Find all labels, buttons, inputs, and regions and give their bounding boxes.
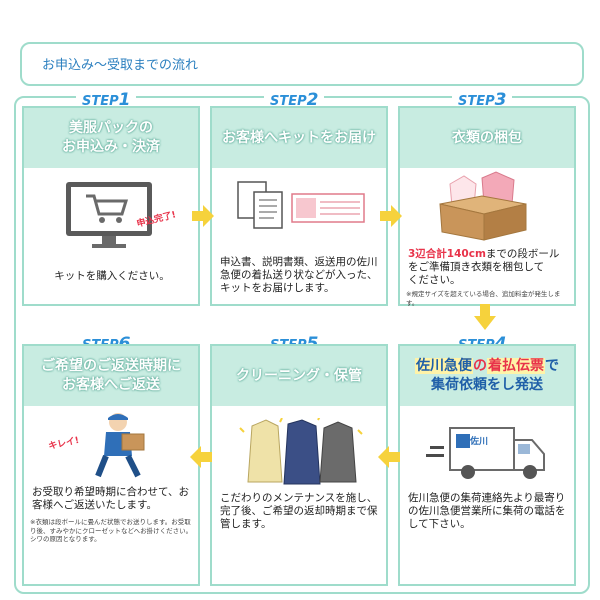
arrow-left-icon — [190, 446, 212, 468]
courier-icon — [95, 413, 145, 478]
step1-label: STEP1 — [76, 90, 137, 110]
step3-label: STEP3 — [452, 90, 513, 110]
step1-text: キットを購入ください。 — [54, 270, 170, 282]
step2-text: 申込書、説明書類、返送用の佐川急便の着払送り状などが入った、キットをお届けします… — [220, 256, 378, 294]
truck-label: 佐川 — [470, 437, 489, 447]
step6-head: ご希望のご返送時期にお客様へご返送 — [24, 346, 198, 406]
step6-card: ご希望のご返送時期にお客様へご返送 キレイ! お受取り希望時期に合わせて、お客様… — [22, 344, 200, 586]
step3-head: 衣類の梱包 — [400, 108, 574, 168]
arrow-right-icon — [192, 205, 214, 227]
clothes-box-icon — [439, 171, 527, 241]
monitor-cart-icon — [66, 182, 152, 248]
step4-head: 佐川急便の着払伝票で 集荷依頼をし発送 — [400, 346, 574, 406]
delivery-truck-icon — [426, 427, 545, 479]
step1-card: 美服パックのお申込み・決済 申込完了! キットを購入ください。 — [22, 106, 200, 306]
step3-text: 3辺合計140cmまでの段ボール をご準備頂き衣類を梱包してください。 — [408, 248, 560, 286]
step2-card: お客様へキットをお届け 申込書、説明書類、返送用の佐川急便の着払送り状などが入っ… — [210, 106, 388, 306]
step6-sticker: キレイ! — [47, 435, 81, 453]
step6-text: お受取り希望時期に合わせて、お客様へご返送いたします。 — [32, 486, 189, 511]
step5-head: クリーニング・保管 — [212, 346, 386, 406]
flow-title: お申込み～受取までの流れ — [42, 58, 199, 73]
step3-card: 衣類の梱包 3辺合計140cmまでの段ボール をご準備頂き衣類を梱包してください… — [398, 106, 576, 307]
arrow-left-icon — [378, 446, 400, 468]
documents-icon — [237, 181, 365, 229]
step4-card: 佐川急便の着払伝票で 集荷依頼をし発送 佐川 佐川急便の集荷連絡先より最寄りの佐… — [398, 344, 576, 586]
step4-text: 佐川急便の集荷連絡先より最寄りの佐川急便営業所に集荷の電話をして下さい。 — [408, 492, 566, 530]
step3-note: ※規定サイズを超えている場合、追加料金が発生します。 — [406, 290, 561, 307]
arrow-down-icon — [474, 304, 496, 330]
step5-card: クリーニング・保管 こだわりのメンテナンスを施し、完了後、ご希望の返却時期まで保… — [210, 344, 388, 586]
step1-head: 美服パックのお申込み・決済 — [24, 108, 198, 168]
arrow-right-icon — [380, 205, 402, 227]
step2-head: お客様へキットをお届け — [212, 108, 386, 168]
step6-note: ※衣類は段ボールに畳んだ状態でお送りします。お受取り後、すみやかにクローゼットな… — [30, 518, 193, 543]
step2-label: STEP2 — [264, 90, 325, 110]
step5-text: こだわりのメンテナンスを施し、完了後、ご希望の返却時期まで保管します。 — [220, 492, 378, 530]
coats-icon — [239, 418, 363, 485]
flow-header: お申込み～受取までの流れ — [20, 42, 584, 86]
